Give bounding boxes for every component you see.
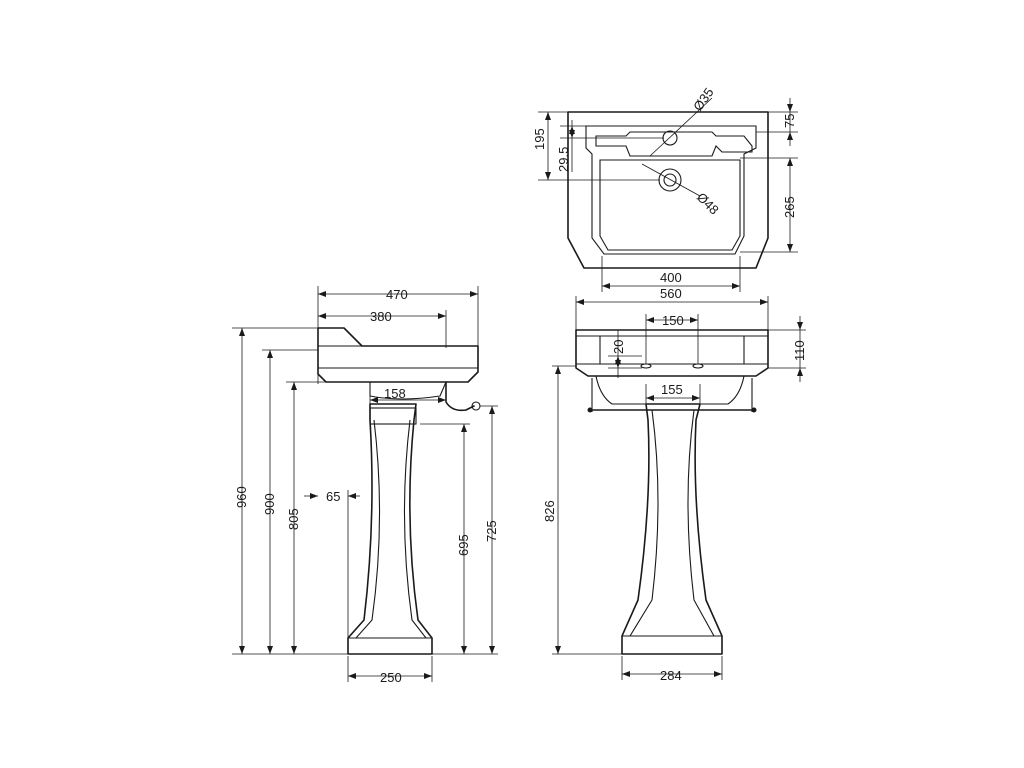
dim-826-label: 826 bbox=[542, 500, 557, 522]
waste-outlet-inner-icon bbox=[663, 173, 677, 187]
dim-284-label: 284 bbox=[660, 668, 682, 683]
tap-right-icon bbox=[692, 363, 704, 369]
plan-basin-outline bbox=[567, 111, 769, 269]
dim-265-label: 265 bbox=[782, 196, 797, 218]
dim-560-label: 560 bbox=[660, 286, 682, 301]
plan-tap-platform bbox=[595, 131, 753, 157]
dim-250-label: 250 bbox=[380, 670, 402, 685]
side-basin-outline bbox=[317, 327, 479, 383]
waste-diameter-label: Ø48 bbox=[694, 190, 722, 218]
dim-470-label: 470 bbox=[386, 287, 408, 302]
side-view: 470 380 158 960 bbox=[232, 286, 499, 685]
dim-65-label: 65 bbox=[326, 489, 340, 504]
dim-695-label: 695 bbox=[456, 534, 471, 556]
plan-deck-outline bbox=[585, 125, 757, 255]
side-pedestal-outline bbox=[347, 403, 433, 655]
dim-960-label: 960 bbox=[234, 486, 249, 508]
plan-view: Ø35 Ø48 195 29.5 75 265 bbox=[532, 85, 798, 292]
dim-155-label: 155 bbox=[661, 382, 683, 397]
dim-75-label: 75 bbox=[782, 114, 797, 128]
dim-805-label: 805 bbox=[286, 508, 301, 530]
dim-400-label: 400 bbox=[660, 270, 682, 285]
dim-29-5-label: 29.5 bbox=[556, 147, 571, 172]
tap-left-icon bbox=[640, 363, 652, 369]
plan-bowl-outline bbox=[599, 159, 741, 251]
dim-900-label: 900 bbox=[262, 493, 277, 515]
waste-trap bbox=[445, 381, 475, 412]
dim-20-label: 20 bbox=[611, 340, 626, 354]
front-pedestal-outline bbox=[621, 403, 723, 655]
waste-outlet-outer-icon bbox=[658, 168, 682, 192]
front-view: 560 20 150 bbox=[542, 286, 807, 683]
dim-195-label: 195 bbox=[532, 128, 547, 150]
dim-380-label: 380 bbox=[370, 309, 392, 324]
front-basin-outline bbox=[575, 329, 769, 377]
dim-110-label: 110 bbox=[792, 340, 807, 361]
dim-725-label: 725 bbox=[484, 520, 499, 542]
dim-158-label: 158 bbox=[384, 386, 406, 401]
tap-hole-diameter-label: Ø35 bbox=[690, 85, 716, 114]
dim-150-label: 150 bbox=[662, 313, 684, 328]
